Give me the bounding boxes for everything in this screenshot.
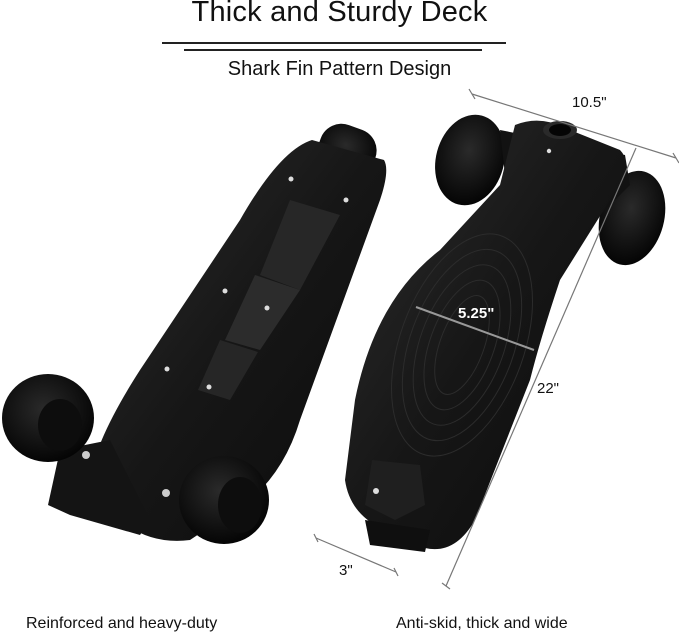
caption-top: Anti-skid, thick and wide — [396, 615, 568, 632]
page-title: Thick and Sturdy Deck — [191, 0, 488, 28]
title-divider-bottom — [184, 49, 482, 51]
title-divider-top — [162, 42, 506, 44]
measurement-lines — [313, 88, 679, 590]
scooter-top — [345, 114, 666, 552]
page-subtitle: Shark Fin Pattern Design — [227, 58, 452, 80]
deck-width-dimension-label: 5.25" — [458, 305, 495, 322]
caption-underside: Reinforced and heavy-duty — [26, 615, 218, 632]
length-dimension-label: 22" — [537, 380, 560, 397]
scooter-underside — [2, 123, 387, 544]
tail-dimension-label: 3" — [339, 562, 353, 579]
width-dimension-label: 10.5" — [572, 94, 607, 111]
